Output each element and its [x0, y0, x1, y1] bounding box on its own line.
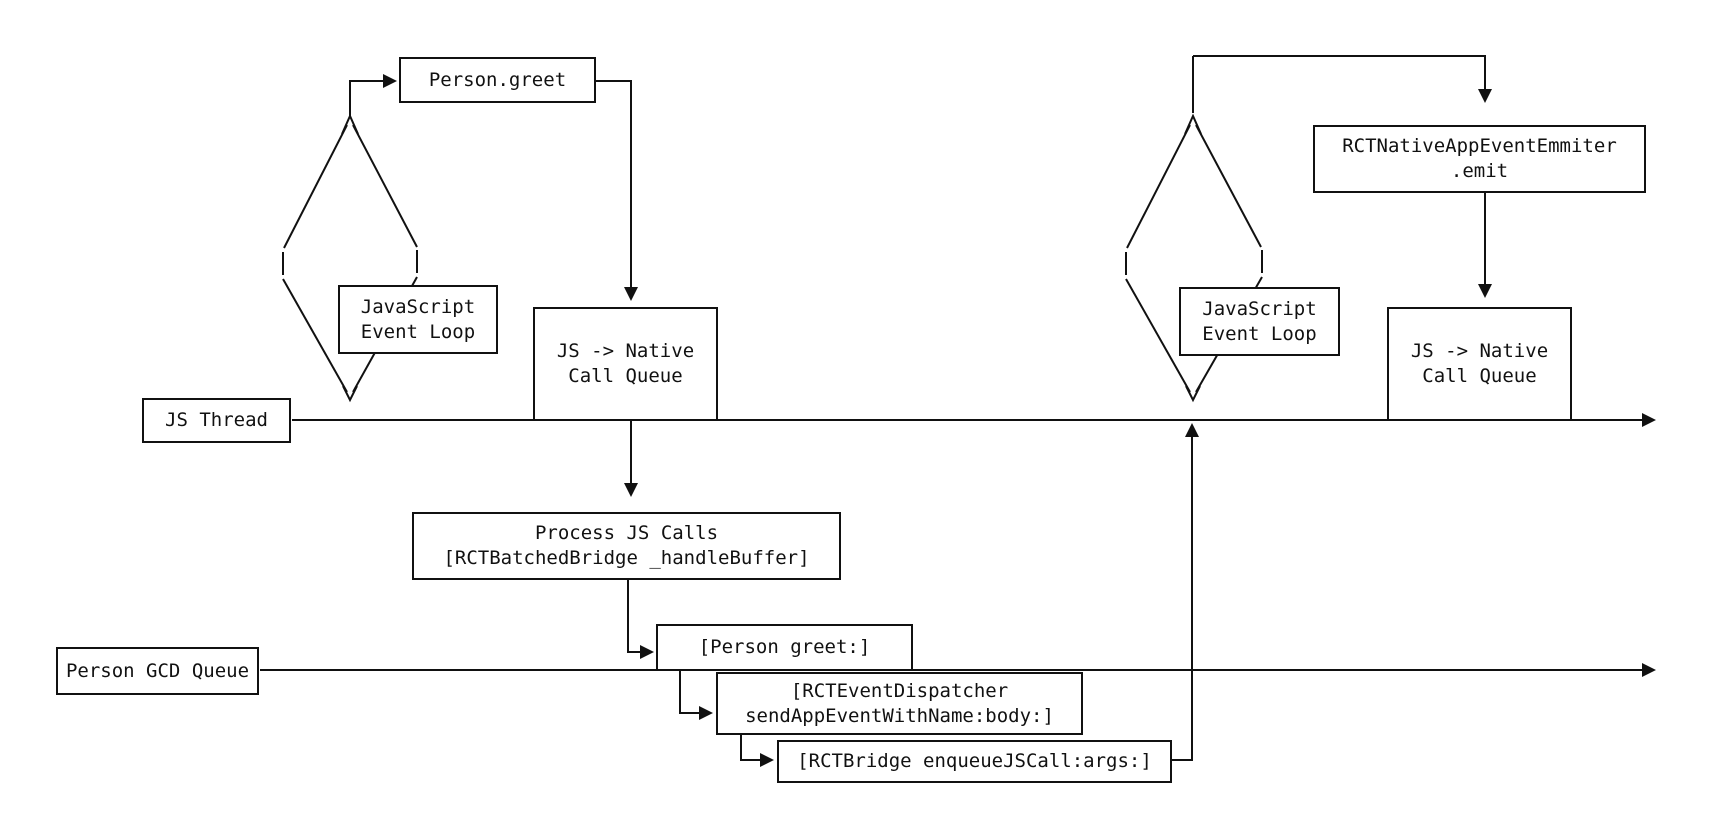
- js-native-call-queue-right-line2: Call Queue: [1422, 365, 1537, 387]
- rct-event-dispatcher-box: [RCTEventDispatcher sendAppEventWithName…: [716, 672, 1083, 735]
- arrow-eventloop-to-persongreet: [349, 74, 397, 117]
- js-native-call-queue-left-box: JS -> Native Call Queue: [533, 307, 718, 421]
- javascript-event-loop-left-line2: Event Loop: [360, 320, 476, 343]
- arrow-persongreetcall-to-eventdispatcher: [679, 670, 713, 720]
- js-thread-label: JS Thread: [165, 409, 268, 431]
- js-native-call-queue-left-line2: Call Queue: [568, 365, 683, 387]
- person-greet-call-box: [Person greet:]: [656, 624, 913, 671]
- arrow-persongreet-to-callqueue: [596, 80, 638, 301]
- arrow-eventdispatcher-to-rctbridge: [740, 734, 774, 767]
- javascript-event-loop-right-box: JavaScript Event Loop: [1179, 287, 1340, 356]
- person-greet-call-label: [Person greet:]: [698, 636, 871, 658]
- arrow-callqueue-to-processjscalls: [624, 420, 638, 497]
- javascript-event-loop-right-line1: JavaScript: [1202, 297, 1317, 320]
- rct-event-dispatcher-line2: sendAppEventWithName:body:]: [745, 704, 1054, 727]
- process-js-calls-line1: Process JS Calls: [534, 522, 719, 544]
- process-js-calls-line2: [RCTBatchedBridge _handleBuffer]: [443, 547, 810, 569]
- process-js-calls-box: Process JS Calls [RCTBatchedBridge _hand…: [412, 512, 841, 580]
- rct-bridge-enqueue-box: [RCTBridge enqueueJSCall:args:]: [777, 740, 1172, 783]
- person-gcd-queue-lane-label: Person GCD Queue: [56, 647, 259, 695]
- rct-bridge-enqueue-label: [RCTBridge enqueueJSCall:args:]: [797, 750, 1152, 772]
- javascript-event-loop-left-line1: JavaScript: [360, 295, 476, 318]
- person-greet-box: Person.greet: [399, 57, 596, 103]
- arrow-emitter-to-callqueue: [1478, 193, 1492, 298]
- person-greet-label: Person.greet: [428, 68, 567, 91]
- js-native-call-queue-left-line1: JS -> Native: [556, 340, 695, 362]
- left-event-loop-cycle: [282, 113, 418, 403]
- js-native-call-queue-right-box: JS -> Native Call Queue: [1387, 307, 1572, 421]
- js-thread-lane-label: JS Thread: [142, 398, 291, 443]
- gcd-queue-timeline-arrow: [260, 663, 1656, 677]
- arrow-eventloop-to-emitter: [1193, 55, 1492, 103]
- javascript-event-loop-left-box: JavaScript Event Loop: [338, 285, 498, 354]
- arrow-processjscalls-to-persongreetcall: [627, 580, 654, 659]
- js-native-call-queue-right-line1: JS -> Native: [1410, 340, 1549, 362]
- rct-native-app-event-emitter-line1: RCTNativeAppEventEmmiter: [1342, 135, 1617, 157]
- rct-native-app-event-emitter-line2: .emit: [1450, 160, 1509, 182]
- rct-native-app-event-emitter-box: RCTNativeAppEventEmmiter .emit: [1313, 125, 1646, 193]
- person-gcd-queue-label: Person GCD Queue: [65, 659, 250, 682]
- javascript-event-loop-right-line2: Event Loop: [1202, 322, 1317, 345]
- arrow-rctbridge-to-jsthread: [1172, 423, 1199, 761]
- rct-event-dispatcher-line1: [RCTEventDispatcher: [790, 679, 1009, 702]
